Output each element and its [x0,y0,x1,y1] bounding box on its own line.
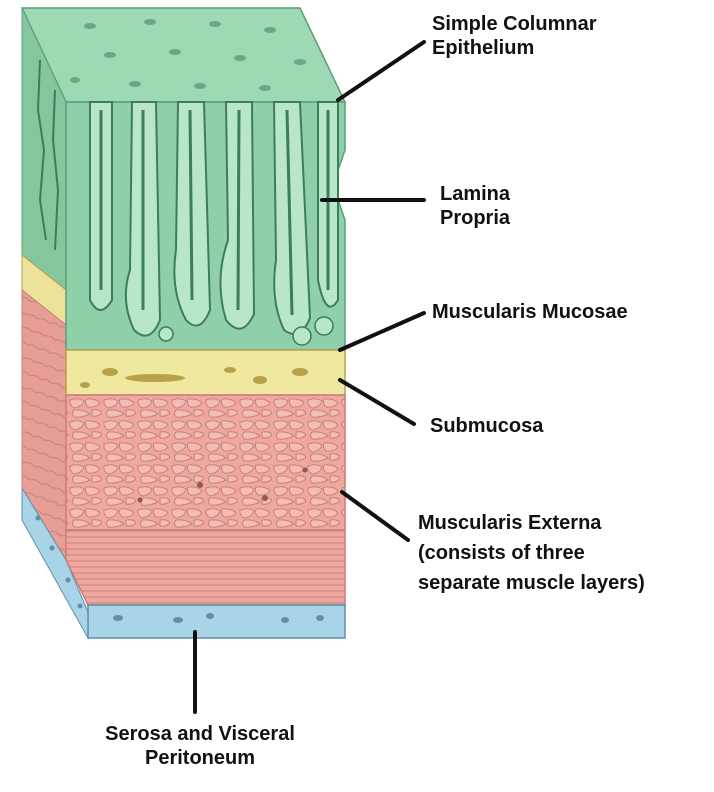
leader-epithelium [338,42,424,100]
leader-submucosa [340,380,414,424]
serosa-band [88,605,345,638]
muscularis-externa-layers [66,530,345,605]
label-line: Serosa and Visceral [72,722,328,746]
label-serosa-visceral-peritoneum: Serosa and Visceral Peritoneum [72,722,328,770]
label-line: Peritoneum [72,746,328,770]
label-muscularis-externa: Muscularis Externa (consists of three se… [418,508,645,598]
label-line: Lamina [440,182,510,206]
label-line: Simple Columnar [432,12,596,36]
label-line: Epithelium [432,36,596,60]
label-line: Muscularis Mucosae [432,300,628,324]
leader-muscularis-externa [342,492,408,540]
label-submucosa: Submucosa [430,414,543,438]
label-simple-columnar-epithelium: Simple Columnar Epithelium [432,12,596,60]
label-line: (consists of three [418,538,645,568]
muscularis-externa-cells [66,395,345,530]
label-muscularis-mucosae: Muscularis Mucosae [432,300,628,324]
leader-muscularis-mucosae [340,313,424,350]
label-line: Muscularis Externa [418,508,645,538]
label-line: Submucosa [430,414,543,438]
label-line: separate muscle layers) [418,568,645,598]
label-lamina-propria: Lamina Propria [440,182,510,230]
mucosa-top-face [22,8,345,102]
label-line: Propria [440,206,510,230]
